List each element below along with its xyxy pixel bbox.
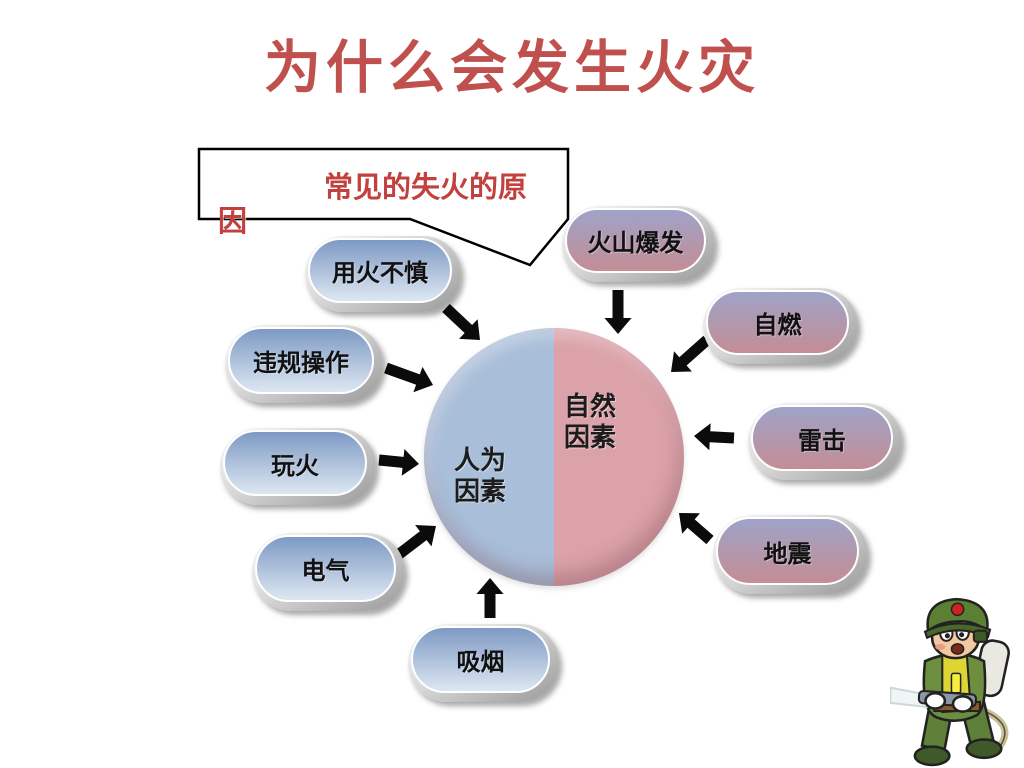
bubble-label: 电气 [255,535,396,602]
bubble-label: 吸烟 [411,626,550,693]
bubble-playing-with-fire: 玩火 [220,428,376,505]
callout-text-line2: 因 [218,206,248,238]
bubble-spontaneous-combustion: 自燃 [703,288,858,364]
natural-factor-label: 自然 因素 [564,392,617,452]
firefighter-cartoon [889,590,1018,768]
firefighter-icon [889,597,1010,767]
bubble-label: 地震 [716,517,859,585]
cause-arrow [378,449,419,476]
bubble-label: 自燃 [706,290,849,355]
cause-arrow [604,290,632,334]
bubble-smoking: 吸烟 [408,624,559,702]
bubble-label: 雷击 [751,405,893,471]
cause-arrow [476,578,504,618]
human-factor-label: 人为 因素 [454,446,507,506]
slide-title: 为什么会发生火灾 [264,36,760,100]
cause-arrow [671,335,711,372]
bubble-illegal-operation: 违规操作 [225,325,383,403]
bubble-earthquake: 地震 [713,515,868,594]
cause-arrow [679,513,714,545]
bubble-volcanic-eruption: 火山爆发 [562,206,715,282]
cause-arrow [442,304,480,340]
bubble-careless-fire-use: 用火不慎 [305,236,461,312]
bubble-label: 用火不慎 [308,238,452,303]
bubble-lightning-strike: 雷击 [748,403,902,480]
bubble-label: 玩火 [223,430,367,496]
bubble-label: 违规操作 [228,327,374,394]
cause-arrow [694,423,735,451]
bubble-electrical: 电气 [252,533,405,611]
bubble-label: 火山爆发 [565,208,706,273]
cause-arrow [384,362,433,393]
callout-text-line1: 常见的失火的原 [324,172,528,204]
cause-category-circle: 人为 因素 自然 因素 [424,328,684,586]
